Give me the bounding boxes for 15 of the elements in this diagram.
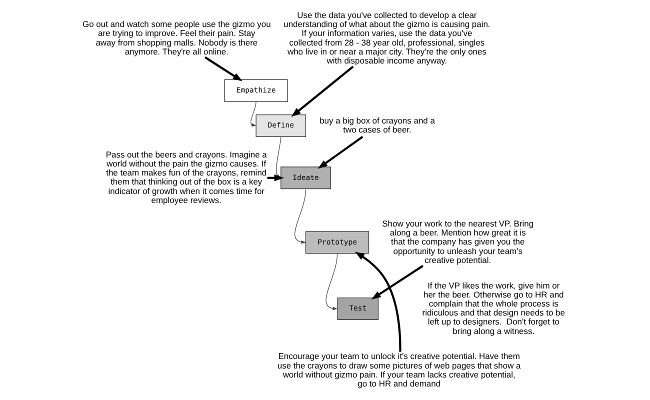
arrow [326,254,338,310]
arrow [354,252,402,352]
arrow [318,136,364,169]
node-text: Go out and watch some people use the gizmo you are trying to improve. Feel their pain. Stay away from shopping malls. Nobody is there anymore. They're all online. [82,19,271,56]
node-text: Pass out the beers and crayons. Imagine a world without the pain the gizmo causes. If the team makes fun of the crayons, remind them that thinking out of the box is a key indicator of growth when it comes time for employee reviews. [106,149,267,205]
arrow [294,189,306,244]
label: If the VP likes the work, give him or her the beer. Otherwise go to HR and complain that the whole process is ridiculous and that design needs to be left up to designers. Don't forget to bring along a witness. [422,280,565,336]
node-text: buy a big box of crayons and a two cases of beer. [320,115,435,135]
node-text: Encourage your team to unlock it's creative potential. Have them use the crayons to draw some pictures of web pages that show a world without gizmo pain. If your team lacks creative potential, go to HR and demand [277,351,521,388]
arrow [250,101,256,126]
node-text: Use the data you've collected to develop a clear understanding of what about the gizmo is causing pain. If your information varies, use the data you've collected from 28 - 38 year old, professional, singles who live in or near a major city. They're the only ones with disposable income anyway. [284,10,490,66]
arrow [204,56,243,82]
arrow [291,66,354,117]
node-text: Show your work to the nearest VP. Bring along a beer. Mention how great it is that the company has given you the opportunity to unleash your team's creative potential. [382,218,534,265]
arrow [371,264,424,300]
